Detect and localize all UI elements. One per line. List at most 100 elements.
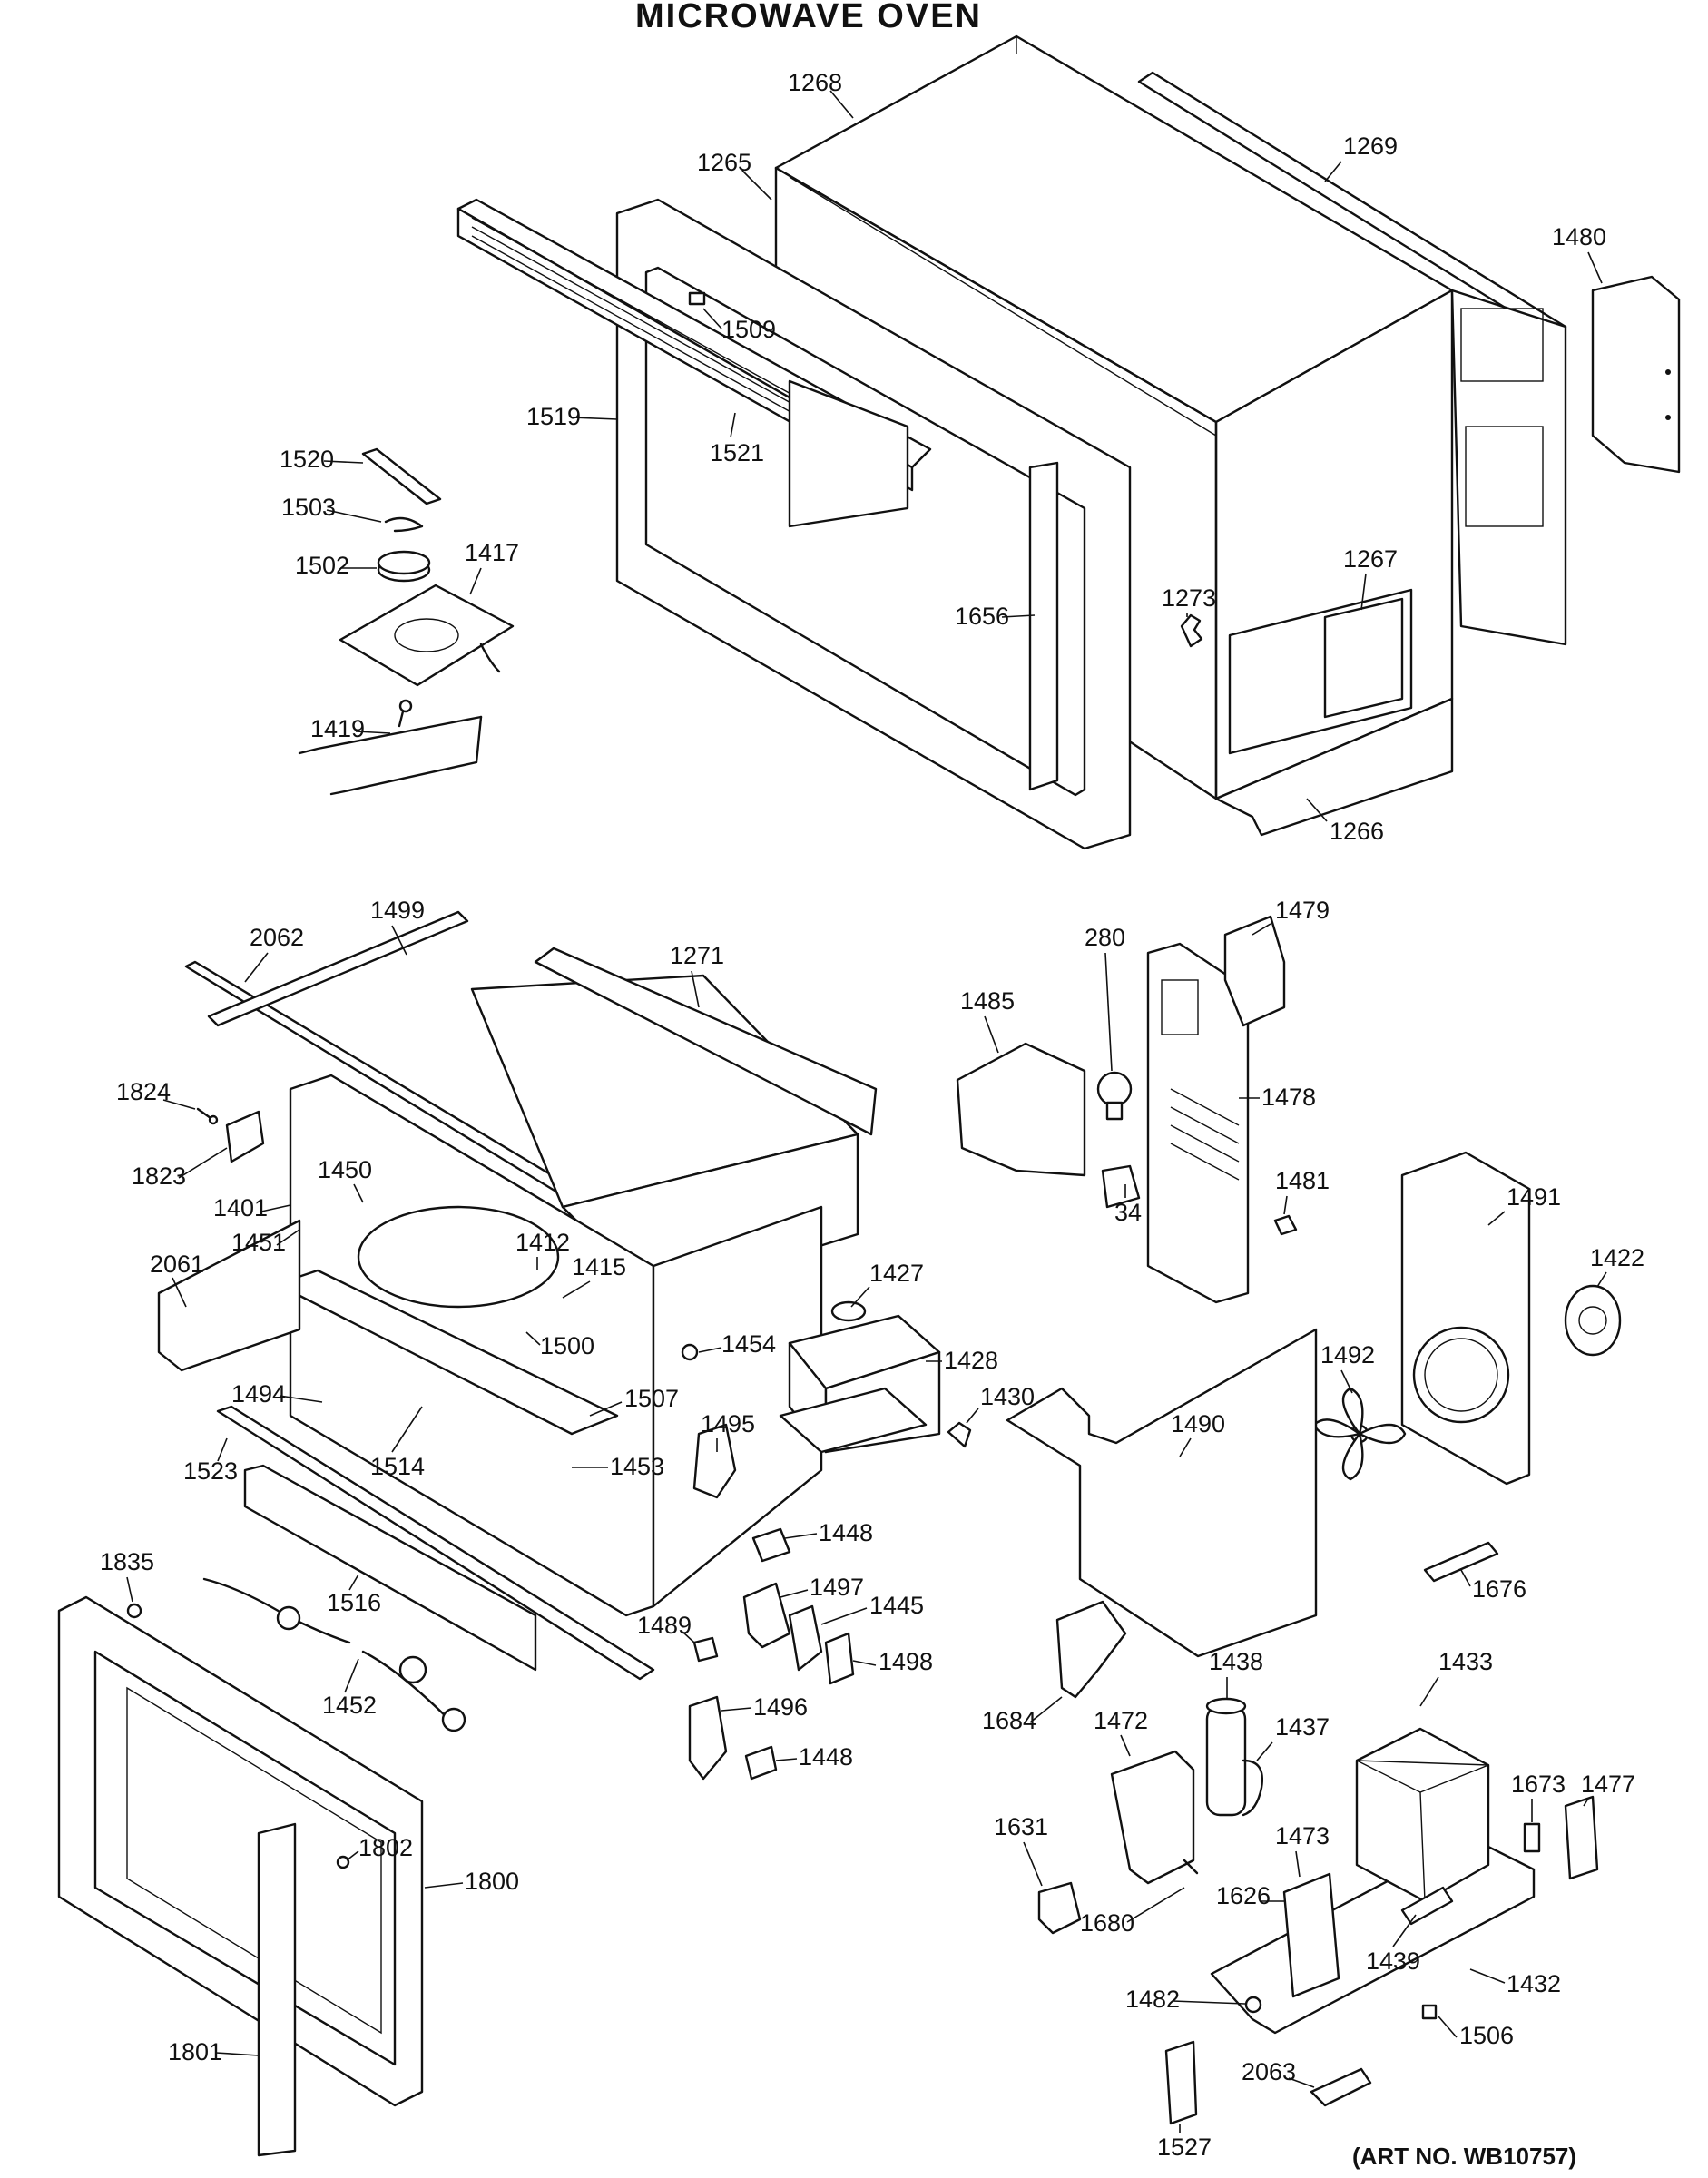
callout: 1519 [526, 403, 618, 430]
callout: 1502 [295, 552, 377, 579]
svg-text:1473: 1473 [1275, 1822, 1330, 1849]
callout: 1521 [710, 412, 764, 466]
terminal-1477 [1564, 1795, 1599, 1880]
svg-text:1506: 1506 [1459, 2022, 1514, 2049]
callout: 1503 [281, 494, 382, 523]
callout: 1802 [346, 1834, 413, 1861]
fan-motor-part [1564, 1284, 1622, 1357]
fan-housing-part [1400, 1151, 1531, 1486]
callout: 1437 [1256, 1713, 1330, 1761]
svg-text:1801: 1801 [168, 2038, 222, 2065]
svg-text:1491: 1491 [1507, 1183, 1561, 1211]
bottom-plate-part [1214, 697, 1454, 837]
callout: 1448 [784, 1519, 873, 1546]
capacitor-1438 [1205, 1697, 1247, 1817]
callout: 1489 [637, 1612, 695, 1643]
svg-text:1656: 1656 [955, 603, 1009, 630]
svg-text:1485: 1485 [960, 987, 1015, 1015]
svg-text:1415: 1415 [572, 1253, 626, 1280]
callout: 1430 [966, 1383, 1035, 1424]
callout: 1427 [850, 1260, 924, 1308]
sensor-1430 [947, 1421, 972, 1448]
svg-text:1428: 1428 [944, 1347, 998, 1374]
svg-text:1673: 1673 [1511, 1771, 1566, 1798]
callout-labels: 1268 1265 1269 1480 1509 1519 1521 1520 … [100, 69, 1644, 2161]
callout: 1412 [515, 1229, 570, 1270]
transformer-part [1355, 1727, 1490, 1903]
thermostat-1482 [1244, 1996, 1262, 2014]
callout: 1265 [697, 149, 772, 201]
callout: 1481 [1275, 1167, 1330, 1215]
svg-text:1527: 1527 [1157, 2134, 1212, 2161]
callout: 1676 [1460, 1569, 1526, 1603]
svg-text:1492: 1492 [1320, 1341, 1375, 1369]
callout: 1490 [1171, 1410, 1225, 1457]
callout: 1494 [231, 1380, 323, 1408]
interlock-1495 [692, 1423, 737, 1499]
svg-text:1448: 1448 [799, 1743, 853, 1771]
switch-1439 [1400, 1886, 1454, 1926]
svg-text:1417: 1417 [465, 539, 519, 566]
svg-text:1502: 1502 [295, 552, 349, 579]
oven-cavity-part [275, 1074, 823, 1617]
svg-text:1509: 1509 [721, 316, 776, 343]
svg-text:1495: 1495 [701, 1410, 755, 1437]
svg-text:1480: 1480 [1552, 223, 1606, 250]
diagram-title: MICROWAVE OVEN [635, 0, 982, 35]
callout: 2063 [1242, 2058, 1315, 2088]
spring-part [384, 516, 424, 533]
callout: 1496 [721, 1693, 808, 1721]
callout: 1439 [1366, 1914, 1420, 1975]
baffle-part [1423, 1541, 1499, 1583]
svg-text:1479: 1479 [1275, 897, 1330, 924]
svg-text:1452: 1452 [322, 1692, 377, 1719]
callout: 1656 [955, 603, 1036, 630]
callout: 1479 [1252, 897, 1330, 936]
board-1473 [1282, 1872, 1340, 1998]
callout: 1401 [213, 1194, 291, 1221]
svg-text:1519: 1519 [526, 403, 581, 430]
svg-text:1401: 1401 [213, 1194, 268, 1221]
svg-text:1514: 1514 [370, 1453, 425, 1480]
callout: 2061 [150, 1251, 204, 1308]
svg-text:1676: 1676 [1472, 1575, 1526, 1603]
svg-text:1271: 1271 [670, 942, 724, 969]
svg-text:1497: 1497 [810, 1574, 864, 1601]
callout: 1801 [168, 2038, 260, 2065]
callout: 34 [1114, 1184, 1142, 1226]
fan-blade-part [1312, 1387, 1407, 1481]
grommet-part [1273, 1214, 1298, 1236]
svg-text:280: 280 [1085, 924, 1125, 951]
stirrer-shaft-part [298, 699, 483, 796]
svg-text:2062: 2062 [250, 924, 304, 951]
side-bracket-part [1591, 275, 1681, 474]
svg-text:1490: 1490 [1171, 1410, 1225, 1437]
svg-text:1422: 1422 [1590, 1244, 1644, 1271]
callout: 1499 [370, 897, 425, 956]
callout: 1800 [424, 1868, 519, 1895]
svg-text:1494: 1494 [231, 1380, 286, 1408]
clamp-1437 [1242, 1759, 1263, 1817]
svg-text:1523: 1523 [183, 1457, 238, 1485]
svg-text:1802: 1802 [358, 1834, 413, 1861]
svg-text:1439: 1439 [1366, 1947, 1420, 1975]
switch-1673 [1523, 1822, 1541, 1853]
callout: 1451 [231, 1229, 300, 1256]
callout: 1523 [183, 1437, 238, 1485]
svg-text:1626: 1626 [1216, 1882, 1271, 1909]
callout: 280 [1085, 924, 1125, 1072]
callout: 1422 [1590, 1244, 1644, 1288]
lamp-socket-part [1101, 1164, 1141, 1209]
bracket-1684 [1055, 1600, 1127, 1699]
callout: 1438 [1209, 1648, 1263, 1699]
callout: 1485 [960, 987, 1015, 1054]
svg-text:1684: 1684 [982, 1707, 1036, 1734]
button-1835 [126, 1603, 142, 1619]
svg-text:1451: 1451 [231, 1229, 286, 1256]
callout: 1417 [465, 539, 519, 595]
bracket-1527 [1164, 2040, 1198, 2125]
svg-text:1481: 1481 [1275, 1167, 1330, 1194]
screw-1802 [336, 1855, 350, 1869]
svg-text:1823: 1823 [132, 1163, 186, 1190]
callout: 1680 [1080, 1887, 1185, 1937]
